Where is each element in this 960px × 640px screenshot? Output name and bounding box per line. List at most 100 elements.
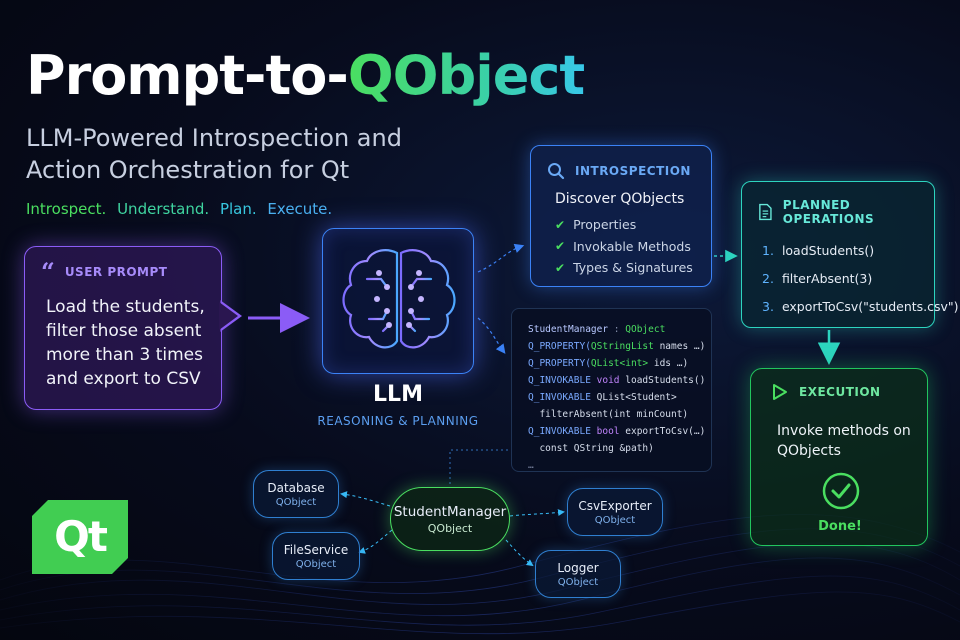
node-student-manager: StudentManager QObject xyxy=(390,487,510,551)
node-name: CsvExporter xyxy=(578,499,652,513)
code-line: const QString &path) xyxy=(528,440,705,457)
code-keyword: void xyxy=(596,375,620,386)
user-prompt-card: “ USER PROMPT Load the students, filter … xyxy=(24,246,222,410)
plan-item-text: exportToCsv("students.csv") xyxy=(781,298,959,314)
planned-operations-label: PLANNED OPERATIONS xyxy=(782,198,875,226)
llm-subtitle: REASONING & PLANNING xyxy=(317,414,479,428)
code-macro: Q_PROPERTY( xyxy=(528,358,591,369)
code-line: Q_PROPERTY(QList<int> ids …) xyxy=(528,355,705,372)
llm-box xyxy=(322,228,474,374)
plan-item-text: loadStudents() xyxy=(781,242,875,258)
list-item: ✔ Properties xyxy=(555,214,693,236)
node-name: StudentManager xyxy=(393,504,507,520)
code-text: … xyxy=(528,460,534,471)
execution-label: EXECUTION xyxy=(799,385,881,399)
tagline-plan: Plan. xyxy=(219,200,257,218)
code-separator: : xyxy=(608,324,626,335)
execution-card: EXECUTION Invoke methods on QObjects Don… xyxy=(750,368,928,546)
check-icon: ✔ xyxy=(555,260,566,275)
node-type: QObject xyxy=(275,497,317,508)
introspection-heading: Discover QObjects xyxy=(555,191,685,207)
tagline: Introspect. Understand. Plan. Execute. xyxy=(26,200,338,218)
node-logger: Logger QObject xyxy=(535,550,621,598)
node-name: Database xyxy=(267,481,325,495)
checklist-icon xyxy=(759,203,772,221)
node-type: QObject xyxy=(557,577,599,588)
node-file-service: FileService QObject xyxy=(272,532,360,580)
node-name: Logger xyxy=(557,561,599,575)
list-item: ✔ Invokable Methods xyxy=(555,236,693,258)
llm-title: LLM xyxy=(373,382,423,407)
list-item: ✔ Types & Signatures xyxy=(555,257,693,279)
tagline-introspect: Introspect. xyxy=(26,200,107,218)
code-text: const QString &path) xyxy=(528,443,654,454)
page-title: Prompt-to-QObject xyxy=(26,44,585,107)
code-type: QStringList xyxy=(590,341,654,352)
code-text: exportToCsv(…) xyxy=(619,426,706,437)
code-macro: Q_INVOKABLE xyxy=(528,426,597,437)
node-name: FileService xyxy=(283,543,349,557)
code-line: Q_INVOKABLE bool exportToCsv(…) xyxy=(528,423,705,440)
plan-item-number: 2. xyxy=(762,270,774,286)
quote-icon: “ xyxy=(41,257,55,286)
qt-logo: Qt xyxy=(32,500,128,574)
code-base-class: QObject xyxy=(625,324,666,335)
user-prompt-text: Load the students, filter those absent m… xyxy=(46,297,205,389)
code-macro: Q_INVOKABLE xyxy=(528,392,597,403)
code-type: QList<int> xyxy=(590,358,649,369)
code-text: ids …) xyxy=(648,358,689,369)
code-macro: Q_INVOKABLE xyxy=(528,375,597,386)
code-line-header: StudentManager : QObject xyxy=(528,321,705,338)
page-subtitle: LLM-Powered Introspection and Action Orc… xyxy=(26,124,402,184)
check-icon: ✔ xyxy=(555,217,566,232)
execution-text: Invoke methods on QObjects xyxy=(777,423,911,459)
execution-done: Done! xyxy=(818,519,862,534)
introspection-item-label: Types & Signatures xyxy=(573,260,693,276)
check-icon: ✔ xyxy=(555,239,566,254)
plan-item-number: 1. xyxy=(762,242,774,258)
introspection-card: INTROSPECTION Discover QObjects ✔ Propert… xyxy=(530,145,712,287)
node-type: QObject xyxy=(594,515,636,526)
introspection-item-label: Properties xyxy=(573,217,637,233)
code-text: QList<Student> xyxy=(596,392,677,403)
list-item: 2. filterAbsent(3) xyxy=(762,264,959,292)
list-item: 3. exportToCsv("students.csv") xyxy=(762,292,959,320)
code-keyword: bool xyxy=(596,426,620,437)
code-class-name: StudentManager xyxy=(528,324,609,335)
title-part-1: Prompt-to- xyxy=(26,44,349,107)
brain-circuit-icon xyxy=(342,249,456,349)
code-text: filterAbsent(int minCount) xyxy=(528,409,689,420)
list-item: 1. loadStudents() xyxy=(762,236,959,264)
search-icon xyxy=(548,163,565,180)
code-text: loadStudents() xyxy=(619,375,706,386)
code-text: names …) xyxy=(653,341,706,352)
plan-item-text: filterAbsent(3) xyxy=(781,270,873,286)
introspection-item-label: Invokable Methods xyxy=(573,238,691,254)
tagline-execute: Execute. xyxy=(267,200,333,218)
planned-operations-list: 1. loadStudents() 2. filterAbsent(3) 3. exp… xyxy=(762,236,959,320)
plan-item-number: 3. xyxy=(762,298,774,314)
qt-logo-text: Qt xyxy=(54,512,106,561)
planned-operations-card: PLANNED OPERATIONS 1. loadStudents() 2. fi… xyxy=(741,181,959,328)
code-line: Q_INVOKABLE void loadStudents() xyxy=(528,372,705,389)
play-icon xyxy=(773,384,787,400)
code-line: … xyxy=(528,457,705,474)
user-prompt-label: USER PROMPT xyxy=(64,265,168,279)
code-line: filterAbsent(int minCount) xyxy=(528,406,705,423)
node-type: QObject xyxy=(427,522,473,535)
code-line: Q_INVOKABLE QList<Student> xyxy=(528,389,705,406)
tagline-understand: Understand. xyxy=(117,200,210,218)
title-part-2: QObject xyxy=(347,44,585,107)
check-circle-icon xyxy=(822,472,860,510)
node-database: Database QObject xyxy=(253,470,339,518)
node-type: QObject xyxy=(295,559,337,570)
introspection-list: ✔ Properties ✔ Invokable Methods ✔ Types & … xyxy=(555,214,693,279)
code-line: Q_PROPERTY(QStringList names …) xyxy=(528,338,705,355)
node-csv-exporter: CsvExporter QObject xyxy=(567,488,663,536)
introspection-label: INTROSPECTION xyxy=(575,164,691,178)
prompt-bubble-tail-fill xyxy=(219,302,238,330)
code-macro: Q_PROPERTY( xyxy=(528,341,591,352)
